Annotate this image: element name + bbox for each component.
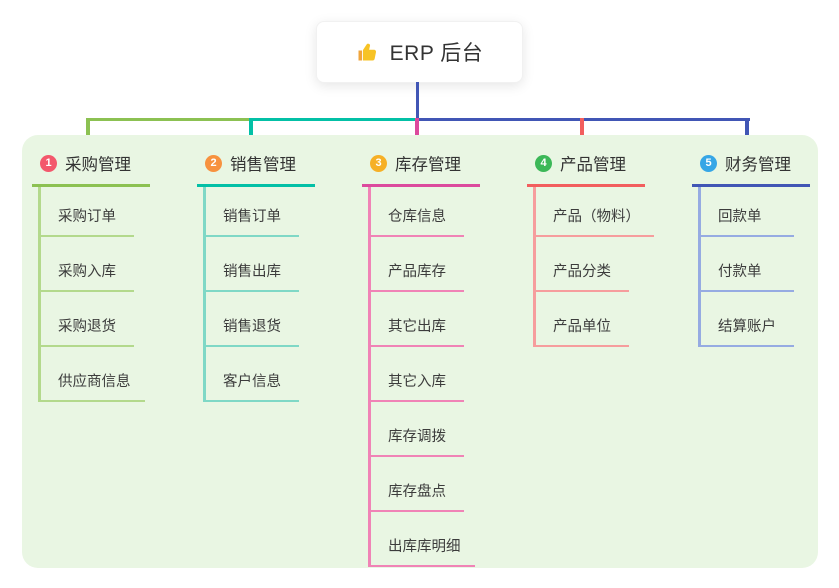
branch-node[interactable]: 5 财务管理 [692, 147, 810, 187]
branch-label: 财务管理 [725, 156, 791, 174]
branch-number-badge: 5 [700, 154, 717, 172]
child-node[interactable]: 采购入库 [38, 237, 134, 292]
child-node[interactable]: 销售出库 [203, 237, 299, 292]
branch-node[interactable]: 1 采购管理 [32, 147, 150, 187]
branch-node[interactable]: 4 产品管理 [527, 147, 645, 187]
child-node[interactable]: 付款单 [698, 237, 794, 292]
branch-label: 产品管理 [560, 156, 626, 174]
branches-panel [22, 135, 818, 568]
branch-drop-line-5 [745, 117, 749, 142]
connector-segment-3 [417, 117, 750, 121]
child-node[interactable]: 采购订单 [38, 187, 134, 237]
branch-label: 销售管理 [230, 156, 296, 174]
branch-label: 采购管理 [65, 156, 131, 174]
thumbs-up-icon [356, 40, 380, 64]
branch-node[interactable]: 3 库存管理 [362, 147, 480, 187]
branch-3: 3 库存管理 仓库信息产品库存其它出库其它入库库存调拨库存盘点出库库明细 [362, 147, 518, 567]
branch-children: 采购订单采购入库采购退货供应商信息 [32, 187, 188, 402]
connector-segment-1 [86, 117, 253, 121]
child-node[interactable]: 仓库信息 [368, 187, 464, 237]
branch-number-badge: 2 [205, 154, 222, 172]
root-title: ERP 后台 [389, 42, 484, 65]
branch-drop-line-2 [249, 117, 253, 142]
branch-number-badge: 1 [40, 154, 57, 172]
branch-4: 4 产品管理 产品（物料）产品分类产品单位 [527, 147, 683, 347]
child-node[interactable]: 销售退货 [203, 292, 299, 347]
child-node[interactable]: 销售订单 [203, 187, 299, 237]
child-node[interactable]: 库存调拨 [368, 402, 464, 457]
child-node[interactable]: 产品（物料） [533, 187, 654, 237]
branch-2: 2 销售管理 销售订单销售出库销售退货客户信息 [197, 147, 353, 402]
branch-children: 产品（物料）产品分类产品单位 [527, 187, 683, 347]
branch-children: 仓库信息产品库存其它出库其它入库库存调拨库存盘点出库库明细 [362, 187, 518, 567]
child-node[interactable]: 回款单 [698, 187, 794, 237]
branch-drop-line-4 [580, 117, 584, 142]
branch-label: 库存管理 [395, 156, 461, 174]
branch-1: 1 采购管理 采购订单采购入库采购退货供应商信息 [32, 147, 188, 402]
branch-5: 5 财务管理 回款单付款单结算账户 [692, 147, 839, 347]
connector-segment-2 [252, 117, 418, 121]
child-node[interactable]: 结算账户 [698, 292, 794, 347]
child-node[interactable]: 产品单位 [533, 292, 629, 347]
branch-drop-line-3 [415, 117, 419, 142]
child-node[interactable]: 出库库明细 [368, 512, 475, 567]
root-node[interactable]: ERP 后台 [316, 21, 523, 83]
child-node[interactable]: 库存盘点 [368, 457, 464, 512]
branch-number-badge: 4 [535, 154, 552, 172]
child-node[interactable]: 其它出库 [368, 292, 464, 347]
child-node[interactable]: 其它入库 [368, 347, 464, 402]
child-node[interactable]: 产品分类 [533, 237, 629, 292]
branch-children: 回款单付款单结算账户 [692, 187, 839, 347]
branch-children: 销售订单销售出库销售退货客户信息 [197, 187, 353, 402]
branch-number-badge: 3 [370, 154, 387, 172]
branch-drop-line-1 [86, 117, 90, 142]
child-node[interactable]: 供应商信息 [38, 347, 145, 402]
child-node[interactable]: 产品库存 [368, 237, 464, 292]
branch-node[interactable]: 2 销售管理 [197, 147, 315, 187]
child-node[interactable]: 采购退货 [38, 292, 134, 347]
child-node[interactable]: 客户信息 [203, 347, 299, 402]
root-connector-line [415, 82, 419, 119]
